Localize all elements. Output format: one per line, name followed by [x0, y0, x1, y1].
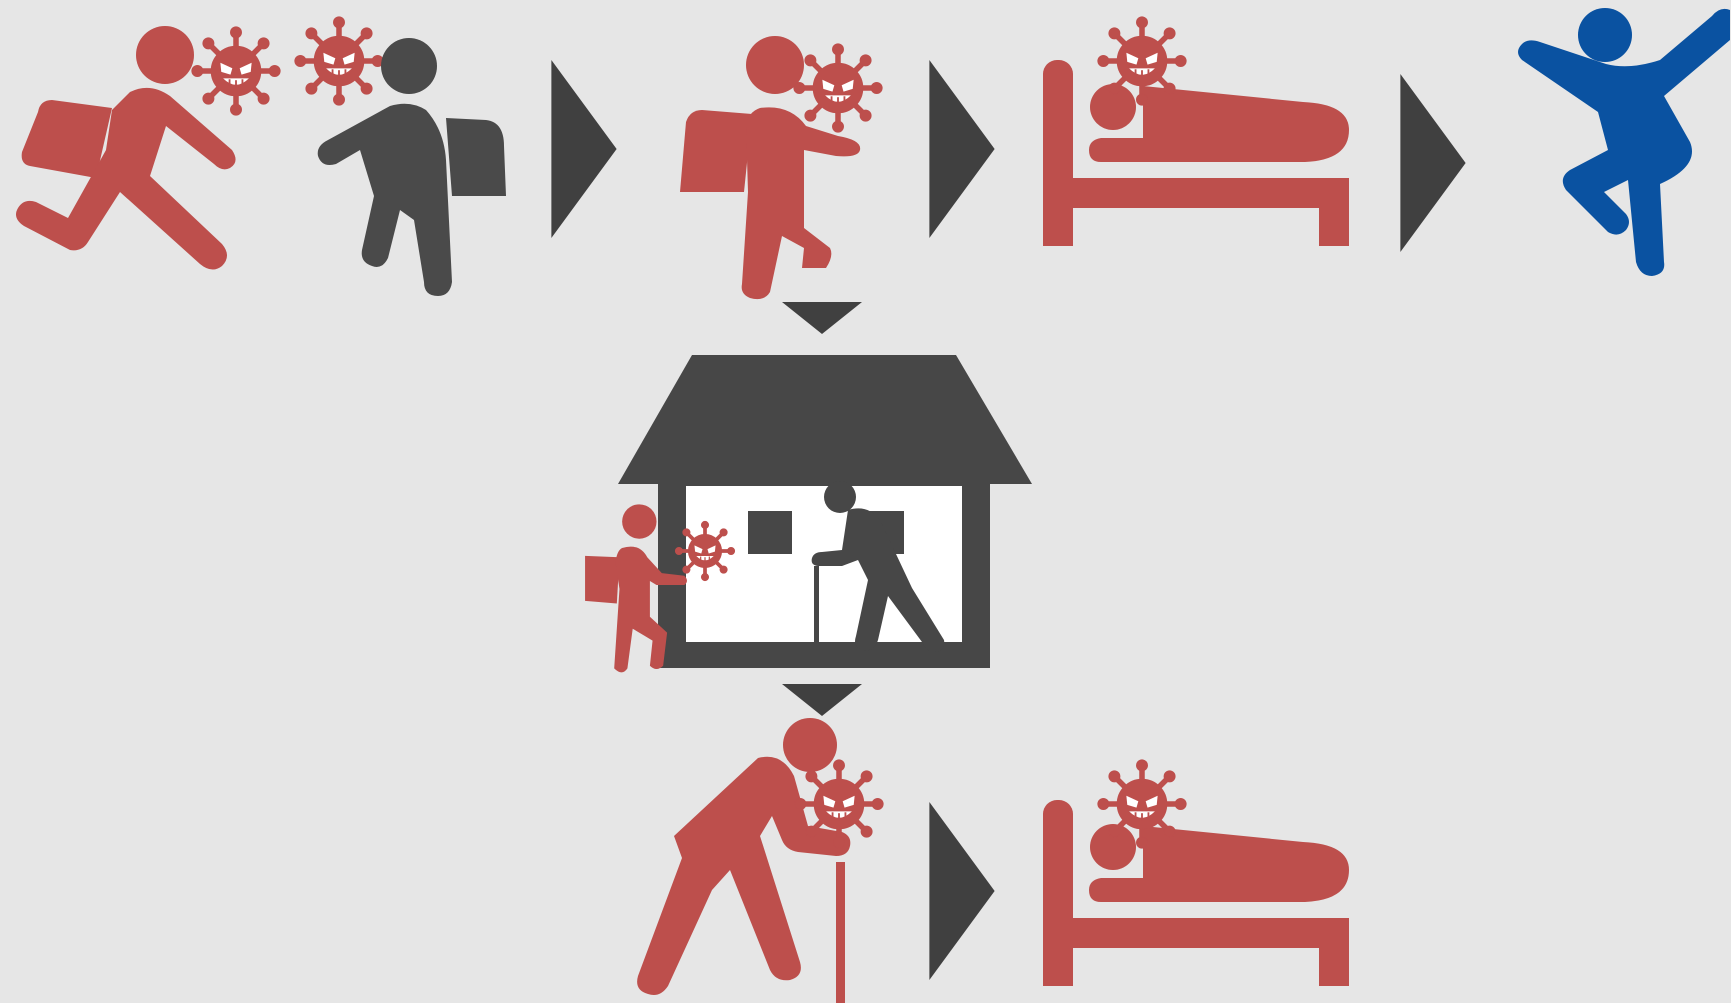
arrow-right-icon [929, 60, 994, 238]
arrow-down-icon [782, 684, 862, 716]
house-icon [618, 355, 1032, 668]
virus-icon [295, 17, 383, 105]
virus-icon [1098, 760, 1186, 848]
virus-icon [1098, 17, 1186, 105]
arrow-right-icon [929, 802, 994, 980]
arrow-right-icon [551, 60, 616, 238]
virus-icon [795, 760, 883, 848]
jumping-recovered-person-icon [1518, 8, 1730, 276]
elderly-with-cane-icon [637, 718, 850, 1003]
sick-in-bed-icon [1043, 60, 1349, 246]
running-student-infected-icon [16, 26, 236, 270]
arrow-right-icon [1400, 74, 1465, 252]
virus-icon [675, 521, 735, 581]
sick-in-bed-icon [1043, 800, 1349, 986]
virus-icon [794, 44, 882, 132]
virus-icon [192, 27, 280, 115]
arrow-down-icon [782, 302, 862, 334]
